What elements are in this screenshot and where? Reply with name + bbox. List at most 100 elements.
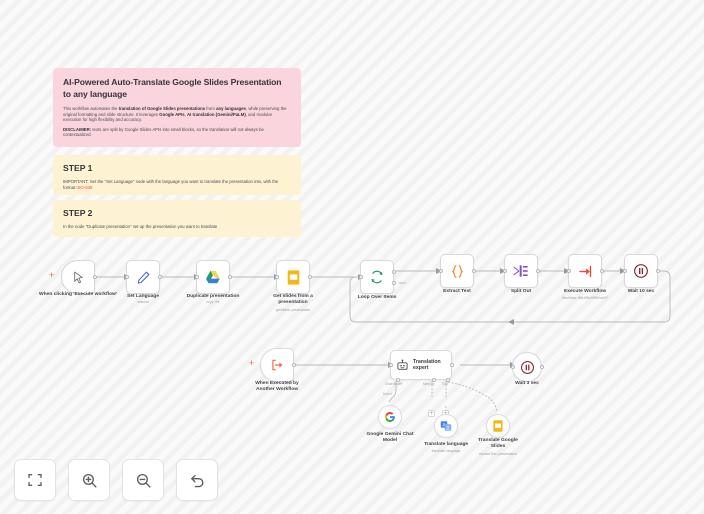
node-label-loop-over-items: Loop Over Items: [357, 295, 397, 300]
google-gemini-icon: [384, 411, 396, 423]
port-out[interactable]: [307, 275, 312, 279]
node-label-get-slides: Get slides from a presentation: [273, 294, 313, 306]
svg-text:A: A: [442, 422, 446, 428]
port-in[interactable]: [194, 275, 199, 279]
sticky-intro-paragraph-2: DISCLAIMER: texts are split by Google Sl…: [63, 126, 264, 138]
port-label-tool: Tool: [442, 382, 448, 386]
zoom-to-fit-button[interactable]: [14, 459, 56, 501]
port-in[interactable]: [622, 269, 627, 273]
svg-text:文: 文: [446, 424, 450, 430]
google-slides-icon: [287, 269, 300, 285]
port-out[interactable]: [539, 365, 544, 369]
cursor-icon: [72, 271, 85, 284]
node-translate-language[interactable]: A 文: [434, 414, 458, 438]
port-out[interactable]: [535, 269, 540, 273]
zoom-in-icon: [81, 472, 98, 489]
zoom-in-button[interactable]: [68, 459, 110, 501]
loop-icon: [370, 270, 384, 284]
add-node-plus-trigger-1[interactable]: +: [49, 270, 55, 280]
node-subtitle-translate-google-slides: replaceText: presentation: [479, 452, 517, 456]
sticky-step2-paragraph: In the node "Duplicate presentation" set…: [63, 224, 218, 229]
node-label-manual-trigger: When clicking 'Execute workflow': [39, 292, 117, 297]
google-translate-icon: A 文: [440, 420, 452, 432]
port-out[interactable]: [599, 269, 604, 273]
port-in[interactable]: [358, 275, 363, 279]
node-translate-google-slides[interactable]: [486, 414, 510, 438]
port-in[interactable]: [274, 275, 279, 279]
node-label-google-gemini-chat-model: Google Gemini Chat Model: [366, 432, 414, 444]
node-loop-over-items[interactable]: [358, 260, 396, 294]
pencil-icon: [136, 270, 151, 285]
node-split-out[interactable]: [502, 254, 540, 288]
node-translation-expert-agent[interactable]: Translation expert: [388, 350, 454, 382]
zoom-out-button[interactable]: [122, 459, 164, 501]
sticky-note-step2[interactable]: STEP 2 In the node "Duplicate presentati…: [53, 200, 301, 237]
fit-screen-icon: [27, 472, 43, 488]
node-set-language[interactable]: [124, 260, 162, 294]
port-memory[interactable]: [432, 377, 436, 382]
port-out[interactable]: [449, 363, 454, 367]
execute-trigger-icon: [270, 358, 284, 372]
loop-done-edge-label: done: [399, 281, 407, 285]
port-out[interactable]: [227, 275, 232, 279]
wait-pause-icon: [520, 360, 535, 375]
sticky-intro-paragraph-1: This workflow automates the translation …: [63, 106, 287, 123]
sticky-step1-title: STEP 1: [63, 163, 93, 173]
port-out[interactable]: [471, 269, 476, 273]
node-label-execute-workflow: Execute Workflow: [563, 289, 607, 294]
node-label-translate-google-slides: Translate Google Slides: [478, 438, 518, 450]
port-out[interactable]: [157, 275, 162, 279]
sticky-step1-paragraph: IMPORTANT: Set the "Set Language" node w…: [63, 179, 279, 190]
port-in[interactable]: [566, 269, 571, 273]
node-google-gemini-chat-model[interactable]: [378, 405, 402, 429]
node-wait-10-sec[interactable]: [622, 254, 660, 288]
port-in[interactable]: [502, 269, 507, 273]
sticky-note-step1[interactable]: STEP 1 IMPORTANT: Set the "Set Language"…: [53, 155, 301, 195]
port-chat-model[interactable]: [396, 377, 400, 382]
port-out[interactable]: [655, 269, 660, 273]
sticky-note-intro[interactable]: AI-Powered Auto-Translate Google Slides …: [53, 68, 301, 147]
port-in[interactable]: [438, 269, 443, 273]
split-out-icon: [513, 264, 529, 278]
google-drive-icon: [205, 270, 221, 285]
wait-pause-icon: [633, 263, 649, 279]
node-duplicate-presentation[interactable]: [194, 260, 232, 294]
port-in[interactable]: [388, 363, 393, 367]
execute-workflow-icon: [578, 264, 593, 279]
node-label-translation-expert: Translation expert: [413, 358, 441, 371]
google-slides-icon: [493, 420, 503, 432]
zoom-out-icon: [135, 472, 152, 489]
sticky-intro-title: AI-Powered Auto-Translate Google Slides …: [63, 77, 282, 99]
node-label-translate-language: Translate language: [423, 442, 469, 447]
port-out[interactable]: [92, 275, 97, 279]
node-extract-text[interactable]: [438, 254, 476, 288]
robot-icon: [396, 359, 409, 372]
add-node-plus-trigger-2[interactable]: +: [249, 358, 255, 368]
node-label-wait-10-sec: Wait 10 sec: [627, 289, 655, 294]
node-label-executed-by-another-workflow: When Executed by Another Workflow: [255, 381, 299, 393]
node-label-wait-3-sec: Wait 3 sec: [515, 381, 539, 386]
sticky-step2-title: STEP 2: [63, 208, 93, 218]
port-out-done[interactable]: [391, 270, 396, 274]
model-edge-label: Model: [383, 392, 392, 396]
node-label-split-out: Split Out: [510, 289, 532, 294]
node-subtitle-get-slides: getSlides: presentation: [275, 308, 311, 312]
port-in[interactable]: [124, 275, 129, 279]
code-braces-icon: [450, 264, 465, 279]
node-executed-by-another-workflow[interactable]: [260, 348, 296, 382]
port-out[interactable]: [291, 363, 296, 367]
add-memory-plus[interactable]: +: [428, 410, 435, 417]
node-get-slides[interactable]: [274, 260, 312, 294]
node-execute-workflow[interactable]: [566, 254, 604, 288]
node-manual-trigger[interactable]: [61, 260, 97, 294]
port-out-loop[interactable]: [391, 281, 396, 285]
reset-zoom-button[interactable]: [176, 459, 218, 501]
port-label-chat-model: Chat Model*: [385, 382, 403, 386]
port-tool[interactable]: [446, 377, 450, 382]
port-label-memory: Memory: [423, 382, 435, 386]
node-label-set-language: Set Language: [126, 294, 160, 299]
node-wait-3-sec[interactable]: [510, 352, 544, 382]
port-in[interactable]: [510, 365, 515, 369]
node-label-duplicate-presentation: Duplicate presentation: [186, 294, 240, 299]
node-subtitle-duplicate-presentation: copy: file: [206, 300, 220, 304]
